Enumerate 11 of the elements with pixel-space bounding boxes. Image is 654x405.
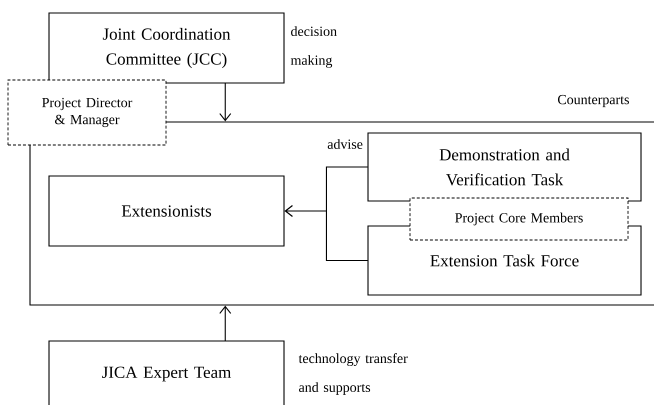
arrow bbox=[219, 306, 232, 341]
decision-note: decision making bbox=[290, 26, 337, 68]
team-box: JICA Expert Team bbox=[48, 340, 285, 405]
dashed-box: Project Director & Manager bbox=[8, 80, 166, 146]
support-note: technology transfer and supports bbox=[298, 353, 408, 395]
committee-box: Joint Coordination Committee (JCC) bbox=[48, 12, 285, 84]
dashed-box: Project Core Members bbox=[410, 198, 628, 240]
process-box: Extensionists bbox=[48, 175, 285, 247]
arrow bbox=[284, 205, 368, 262]
arrow bbox=[219, 83, 232, 122]
edge-label: advise bbox=[326, 138, 364, 150]
